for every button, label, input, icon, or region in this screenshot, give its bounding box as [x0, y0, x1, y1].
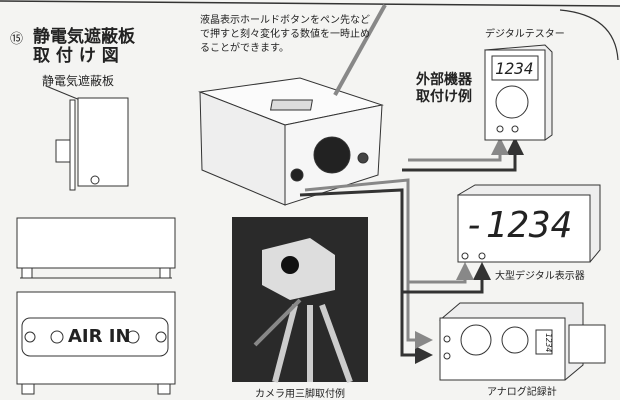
tripod-photo	[232, 217, 368, 384]
page-title: 静電気遮蔽板	[33, 27, 135, 47]
main-device-drawing	[198, 4, 387, 206]
external-title-line: 外部機器	[416, 72, 472, 88]
note-line: 液晶表示ホールドボタンをペン先など	[200, 15, 370, 26]
section-number: ⑮	[10, 32, 24, 47]
large-display-drawing	[456, 184, 601, 263]
side-view-drawing	[45, 85, 129, 191]
analog-recorder-drawing	[439, 302, 606, 381]
tester-caption: デジタルテスター	[485, 29, 565, 40]
external-title-line: 取付け例	[416, 89, 472, 105]
front-view-drawing	[16, 291, 176, 395]
photo-caption: カメラ用三脚取付例	[255, 389, 345, 400]
hold-button-note: 液晶表示ホールドボタンをペン先など で押すと刻々変化する数値を一時止め ることが…	[200, 14, 370, 56]
tester-display: 1234	[495, 59, 534, 78]
note-line: ることができます。	[200, 43, 289, 54]
large-display-value: -1234	[464, 205, 573, 246]
top-view-drawing	[16, 217, 176, 279]
note-line: で押すと刻々変化する数値を一時止め	[200, 29, 370, 40]
recorder-caption: アナログ記録計	[487, 387, 557, 398]
page-subtitle: 取 付 け 図	[33, 46, 119, 66]
recorder-display: 1234	[544, 333, 553, 353]
large-display-caption: 大型デジタル表示器	[495, 271, 585, 282]
air-in-label: AIR IN	[68, 326, 131, 347]
wires	[299, 137, 524, 364]
external-devices-title: 外部機器 取付け例	[416, 72, 472, 106]
digital-tester-drawing	[484, 44, 553, 141]
top-border	[0, 0, 620, 7]
shield-label: 静電気遮蔽板	[42, 74, 115, 88]
